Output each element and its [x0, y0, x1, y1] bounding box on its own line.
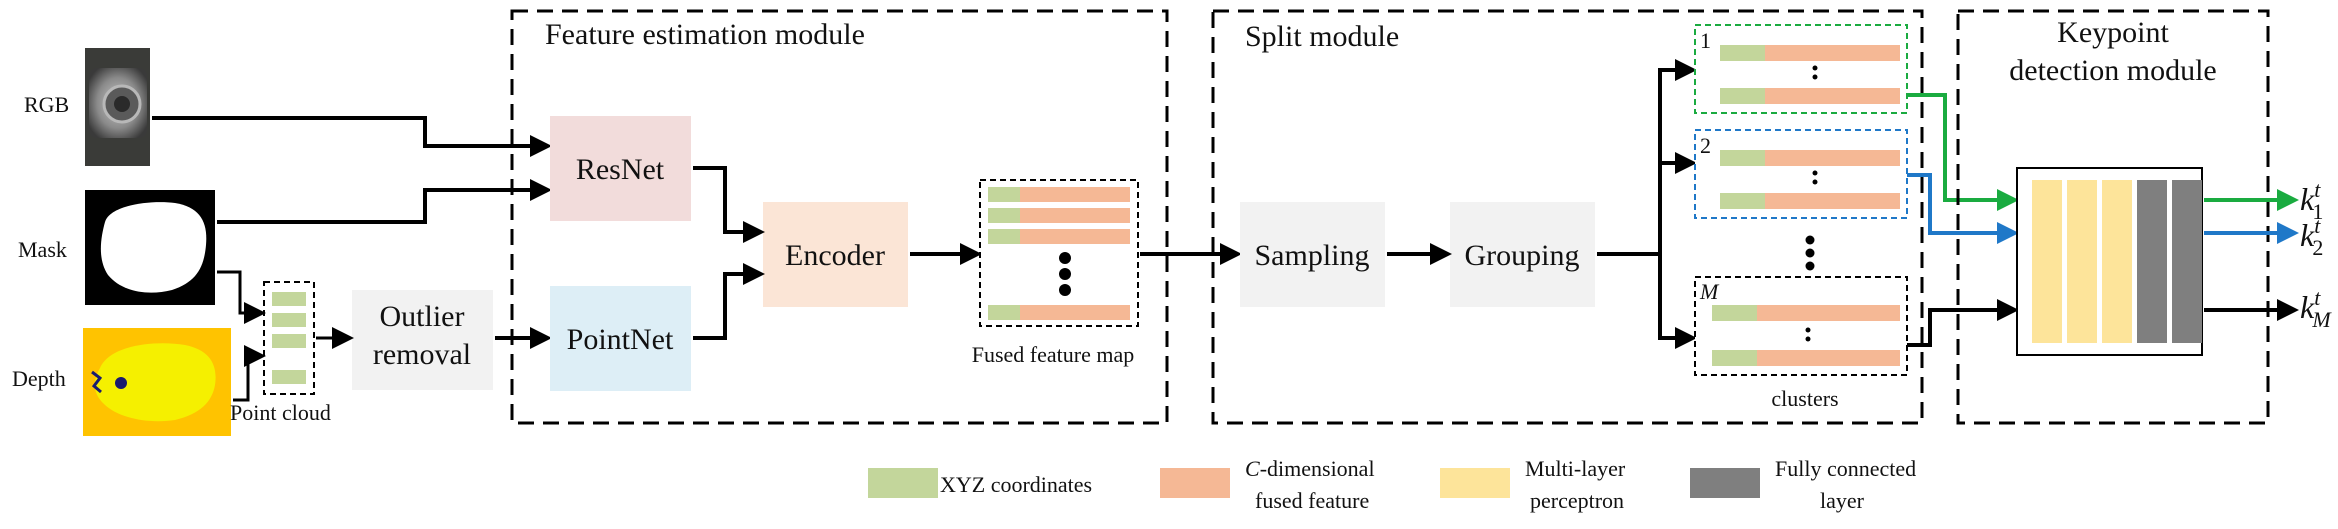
to-cluster1-arrow	[1658, 59, 1697, 254]
cluster-ellipsis-dot	[1805, 248, 1815, 258]
cluster-ellipsis-dot	[1805, 261, 1815, 271]
depth-to-pointcloud-arrow	[233, 345, 266, 402]
clusters-caption: clusters	[1771, 386, 1838, 411]
legend-mlp-label-line2: perceptron	[1530, 488, 1624, 513]
fc-layer	[2172, 180, 2202, 343]
legend-feature-swatch	[1160, 468, 1230, 498]
grouping-label: Grouping	[1465, 239, 1580, 272]
cluster-M: M	[1694, 276, 1908, 376]
split-module-title: Split module	[1245, 20, 1399, 53]
feature-module-title: Feature estimation module	[545, 18, 865, 51]
input-section: RGB Mask Depth	[12, 48, 493, 436]
pointnet-block	[550, 286, 691, 391]
grouping-block	[1450, 202, 1595, 307]
pointnet-to-encoder-arrow	[693, 263, 765, 340]
cluster-ellipsis-dot	[1805, 235, 1815, 245]
sampling-block	[1240, 202, 1385, 307]
cluster-2-index: 2	[1700, 133, 1711, 158]
pointnet-label: PointNet	[567, 323, 674, 356]
mlp-layer	[2032, 180, 2062, 343]
rgb-to-resnet-arrow	[152, 116, 552, 157]
point-cloud-label: Point cloud	[230, 400, 331, 425]
cluster-1-index: 1	[1700, 28, 1711, 53]
keypoint-module-title-line1: Keypoint	[2057, 16, 2169, 49]
fused-feature-map-caption: Fused feature map	[972, 342, 1135, 367]
keypoint-network	[2016, 167, 2203, 356]
legend-feature-label-line2: fused feature	[1255, 488, 1369, 513]
cluster-M-index: M	[1699, 279, 1720, 304]
legend-fc-label-line2: layer	[1820, 488, 1865, 513]
legend: XYZ coordinates C-dimensional fused feat…	[868, 456, 1916, 513]
mask-label: Mask	[18, 237, 67, 262]
resnet-label: ResNet	[576, 153, 665, 186]
legend-mlp-label-line1: Multi-layer	[1525, 456, 1626, 481]
fc-layer	[2137, 180, 2167, 343]
cluster1-to-keypoint-arrow	[1907, 93, 2019, 211]
legend-mlp-swatch	[1440, 468, 1510, 498]
encoder-block	[763, 202, 908, 307]
to-clusterM-arrow	[1658, 254, 1697, 349]
cluster2-to-keypoint-arrow	[1907, 173, 2019, 244]
legend-xyz-swatch	[868, 468, 938, 498]
resnet-block	[550, 116, 691, 221]
cluster-1: 1	[1694, 24, 1908, 114]
outlier-removal-line1: Outlier	[380, 300, 465, 333]
mlp-layer	[2067, 180, 2097, 343]
fused-feature-map: Fused feature map	[972, 179, 1139, 367]
encoder-label: Encoder	[785, 239, 885, 272]
keypoint-module-title-line2: detection module	[2009, 54, 2216, 87]
cluster-2: 2	[1694, 129, 1908, 219]
rgb-label: RGB	[24, 92, 69, 117]
point-cloud: Point cloud	[230, 281, 331, 425]
sampling-label: Sampling	[1254, 239, 1369, 272]
outlier-removal-block: Outlier removal	[352, 290, 493, 390]
input-connectors	[152, 116, 552, 402]
clusterM-to-keypoint-arrow	[1907, 299, 2019, 347]
depth-label: Depth	[12, 366, 66, 391]
keypoint-detection-module: Keypoint detection module	[1956, 9, 2299, 425]
mlp-layer	[2102, 180, 2132, 343]
legend-fc-swatch	[1690, 468, 1760, 498]
split-module: Split module Sampling Grouping 1 2	[1211, 9, 1924, 425]
legend-fc-label-line1: Fully connected	[1775, 456, 1916, 481]
mask-to-pointcloud-arrow	[217, 270, 266, 324]
mask-to-resnet-arrow	[217, 179, 552, 224]
mask-image	[85, 190, 215, 305]
resnet-to-encoder-arrow	[693, 166, 765, 243]
feature-estimation-module: Feature estimation module ResNet PointNe…	[510, 9, 1169, 425]
legend-feature-label-line1: C-dimensional	[1245, 456, 1375, 481]
depth-image	[83, 328, 231, 436]
rgb-image	[85, 48, 150, 166]
legend-xyz-label: XYZ coordinates	[940, 472, 1092, 497]
outlier-removal-line2: removal	[373, 338, 471, 371]
